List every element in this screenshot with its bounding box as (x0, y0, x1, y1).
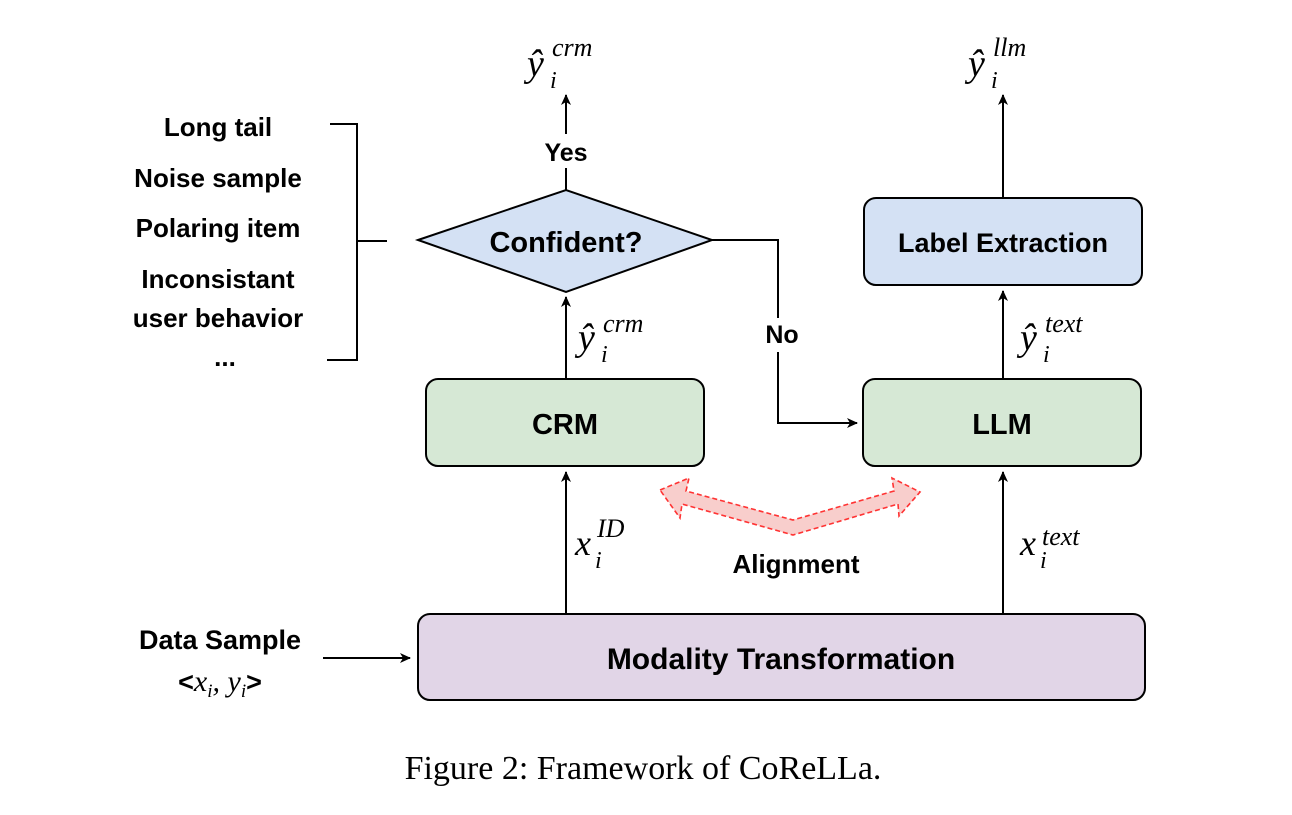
math-sub: i (1043, 342, 1050, 368)
tuple-var-y: y (225, 665, 242, 698)
tuple-sub: i (207, 681, 212, 702)
node-confident-label: Confident? (489, 227, 642, 259)
node-crm-label: CRM (532, 409, 598, 441)
edge-label-no: No (765, 321, 798, 349)
edge-no-to-llm (777, 352, 858, 428)
side-list-item: user behavior (133, 303, 304, 333)
tuple-sep: , (213, 665, 228, 698)
side-list-item: Inconsistant (141, 264, 294, 294)
alignment-arrow (658, 476, 922, 536)
math-sub: i (550, 68, 557, 94)
math-base: ŷ (964, 43, 985, 85)
math-base: ŷ (1016, 317, 1037, 359)
math-sup: llm (993, 33, 1026, 62)
math-sup: crm (603, 309, 643, 338)
math-x-text: x i text (1019, 522, 1080, 574)
node-llm: LLM (862, 378, 1142, 467)
math-sub: i (595, 548, 602, 574)
tuple-open: < (178, 667, 194, 697)
math-y-text: ŷ i text (1016, 309, 1083, 368)
node-crm: CRM (425, 378, 705, 467)
math-sub: i (1040, 548, 1047, 574)
side-list-item: Long tail (164, 112, 272, 142)
node-modality-transformation: Modality Transformation (417, 613, 1146, 701)
node-label-extraction: Label Extraction (863, 197, 1143, 286)
math-sup: text (1042, 522, 1080, 551)
node-modality-transformation-label: Modality Transformation (607, 643, 955, 676)
math-x-id: x i ID (574, 514, 625, 574)
edge-label-yes: Yes (544, 139, 587, 167)
input-data-sample-tuple: <xi, yi> (178, 665, 262, 702)
node-confident: Confident? (414, 188, 716, 294)
math-y-llm-output: ŷ i llm (964, 33, 1026, 94)
side-list-item: Polaring item (136, 213, 301, 243)
tuple-var-x: x (193, 665, 208, 698)
math-y-crm-output: ŷ i crm (523, 33, 592, 94)
edge-confident-no (710, 239, 779, 318)
math-base: x (574, 523, 591, 563)
figure-caption: Figure 2: Framework of CoReLLa. (405, 750, 882, 787)
side-list-item: Noise sample (134, 163, 302, 193)
math-sup: ID (596, 514, 625, 543)
math-sub: i (601, 342, 608, 368)
side-list-item: ... (214, 342, 236, 372)
side-list-bracket (327, 123, 358, 361)
math-base: x (1019, 523, 1036, 563)
input-data-sample-title: Data Sample (139, 625, 301, 655)
tuple-sub: i (241, 681, 246, 702)
math-sup: text (1045, 309, 1083, 338)
math-sup: crm (552, 33, 592, 62)
math-base: ŷ (523, 43, 544, 85)
math-sub: i (991, 68, 998, 94)
node-label-extraction-label: Label Extraction (898, 228, 1108, 258)
tuple-close: > (246, 667, 262, 697)
side-list: Long tail Noise sample Polaring item Inc… (133, 112, 304, 372)
edge-label-alignment: Alignment (732, 549, 859, 579)
node-llm-label: LLM (972, 409, 1032, 441)
math-base: ŷ (574, 317, 595, 359)
math-y-crm-mid: ŷ i crm (574, 309, 643, 368)
